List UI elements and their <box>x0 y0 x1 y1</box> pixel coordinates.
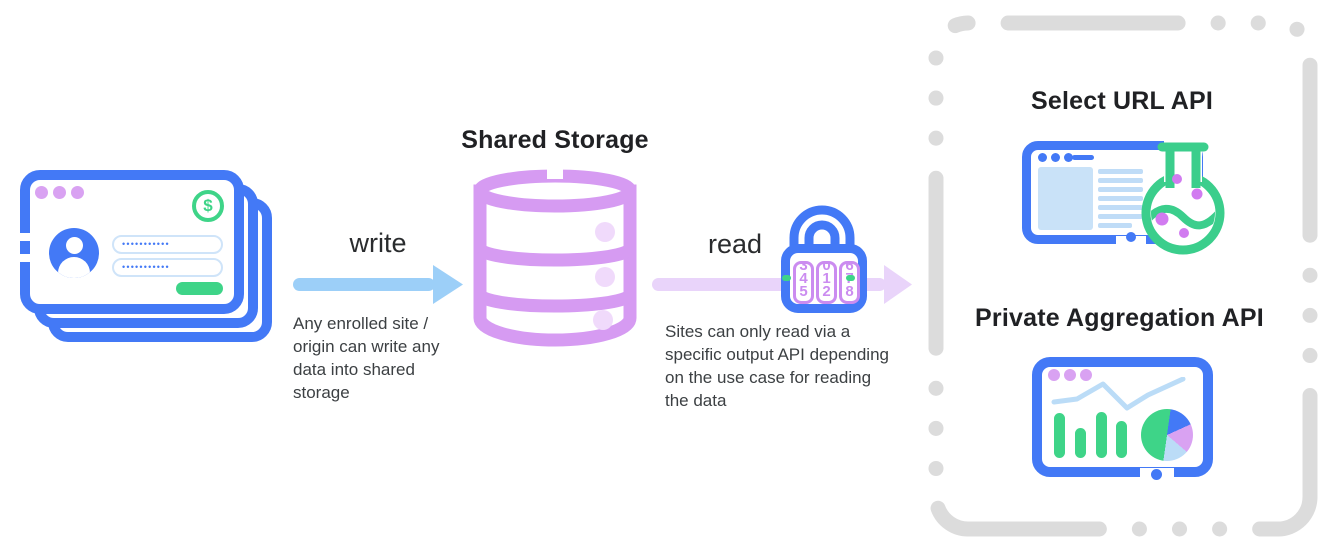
wheel-digit-above: 0 <box>822 261 831 274</box>
write-caption: Any enrolled site / origin can write any… <box>293 314 440 402</box>
browser-stack-icon: $ ••••••••••• ••••••••••• <box>20 170 244 314</box>
bar-chart-bar <box>1054 413 1065 458</box>
select-url-api-title: Select URL API <box>1030 87 1214 115</box>
wheel-digit-above: 3 <box>799 261 808 274</box>
card-border-gap <box>18 254 31 262</box>
read-label: read <box>707 229 763 259</box>
lock-wheel-3: 6 7 8 <box>839 261 860 304</box>
password-field-2: ••••••••••• <box>112 258 223 277</box>
lock-wheel-2: 0 1 2 <box>816 261 837 304</box>
window-dot <box>53 186 66 199</box>
wheel-digit-above: 6 <box>845 261 854 274</box>
window-border-dot <box>1126 232 1136 242</box>
bar-chart-bar <box>1075 428 1086 458</box>
private-aggregation-api-title: Private Aggregation API <box>975 304 1264 332</box>
avatar-body <box>58 257 90 278</box>
database-icon <box>473 166 637 347</box>
titlebar-line <box>1072 155 1094 160</box>
bar-chart-bar <box>1096 412 1107 458</box>
write-arrow-icon <box>293 265 463 304</box>
list-line <box>1098 169 1143 174</box>
lock-wheel-1: 3 4 5 <box>793 261 814 304</box>
submit-button-shape <box>176 282 223 295</box>
window-dot <box>1038 153 1047 162</box>
read-caption: Sites can only read via a specific outpu… <box>665 322 889 410</box>
window-dot <box>1051 153 1060 162</box>
write-label: write <box>349 228 407 258</box>
window-dot <box>35 186 48 199</box>
window-dot <box>71 186 84 199</box>
list-line <box>1098 205 1143 210</box>
lock-dash-right <box>846 275 855 281</box>
list-line <box>1098 196 1143 201</box>
card-border-gap <box>18 233 31 241</box>
lock-code-wheels: 3 4 5 0 1 2 6 7 8 <box>793 261 860 304</box>
content-block <box>1038 167 1093 230</box>
lock-dash-left <box>782 275 791 281</box>
window-dots <box>35 186 84 199</box>
user-avatar-icon <box>49 228 99 278</box>
shared-storage-title: Shared Storage <box>461 126 649 154</box>
window-border-dot <box>1151 469 1162 480</box>
card-border-dot <box>20 242 30 252</box>
browser-window-icon <box>1022 141 1203 244</box>
list-line <box>1098 187 1143 192</box>
list-line <box>1098 178 1143 183</box>
wheel-digit-below: 5 <box>799 283 808 300</box>
analytics-dashboard-icon <box>1032 357 1213 477</box>
dollar-coin-icon: $ <box>192 190 224 222</box>
wheel-digit-below: 8 <box>845 283 854 300</box>
avatar-head <box>66 237 83 254</box>
wheel-digit-below: 2 <box>822 283 831 300</box>
dollar-symbol: $ <box>203 196 213 215</box>
pie-chart-icon <box>1141 409 1193 461</box>
list-line <box>1098 223 1132 228</box>
list-line <box>1098 214 1143 219</box>
bar-chart-bar <box>1116 421 1127 458</box>
password-field-1: ••••••••••• <box>112 235 223 254</box>
window-dots <box>1038 153 1073 162</box>
list-lines <box>1098 169 1143 232</box>
